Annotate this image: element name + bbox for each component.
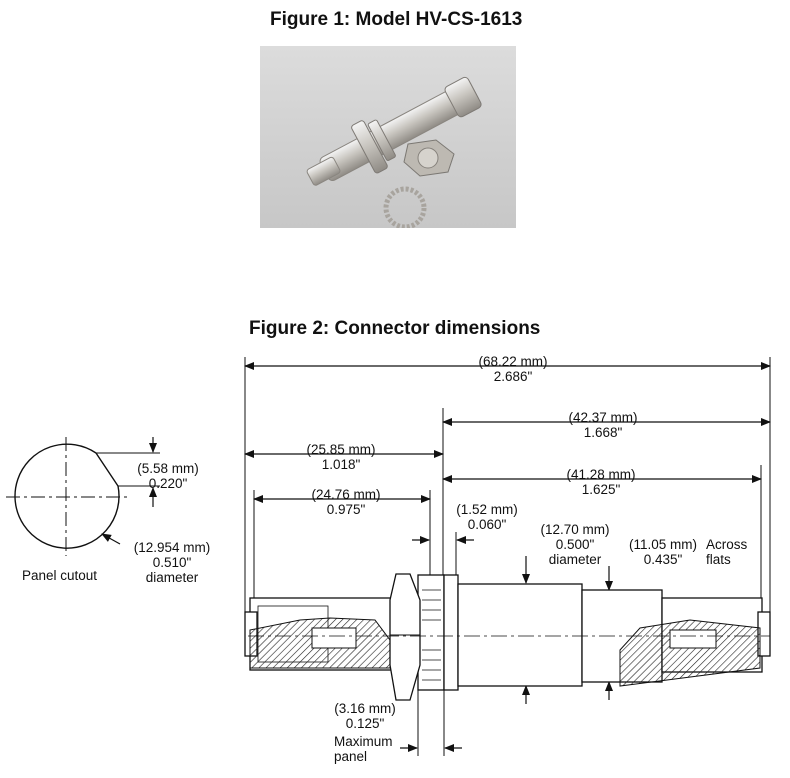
max-panel-label: (3.16 mm)0.125": [334, 701, 396, 731]
thread-lines: [422, 589, 441, 681]
left-body-label: (24.76 mm)0.975": [311, 487, 381, 517]
panel-cutout-shape: [6, 437, 160, 556]
figure-1-title: Figure 1: Model HV-CS-1613: [270, 9, 523, 30]
right-section-label: (42.37 mm)1.668": [568, 410, 638, 440]
cutout-flat-label: (5.58 mm)0.220": [137, 461, 199, 491]
figure-2-title: Figure 2: Connector dimensions: [249, 318, 541, 339]
hex-nut: [389, 573, 421, 701]
cutout-diameter-label: (12.954 mm)0.510"diameter: [133, 540, 211, 585]
panel-cutout-caption: Panel cutout: [22, 568, 98, 583]
overall-length-label: (68.22 mm)2.686": [478, 354, 548, 384]
body-diameter-label: (12.70 mm)0.500"diameter: [540, 522, 610, 567]
product-photo: [260, 46, 516, 228]
across-flats-label: (11.05 mm)0.435": [628, 537, 697, 567]
right-body-label: (41.28 mm)1.625": [566, 467, 636, 497]
flange-label: (1.52 mm)0.060": [456, 502, 518, 532]
right-cutaway: [619, 619, 761, 687]
left-section-label: (25.85 mm)1.018": [306, 442, 376, 472]
extension-lines: [244, 357, 771, 756]
